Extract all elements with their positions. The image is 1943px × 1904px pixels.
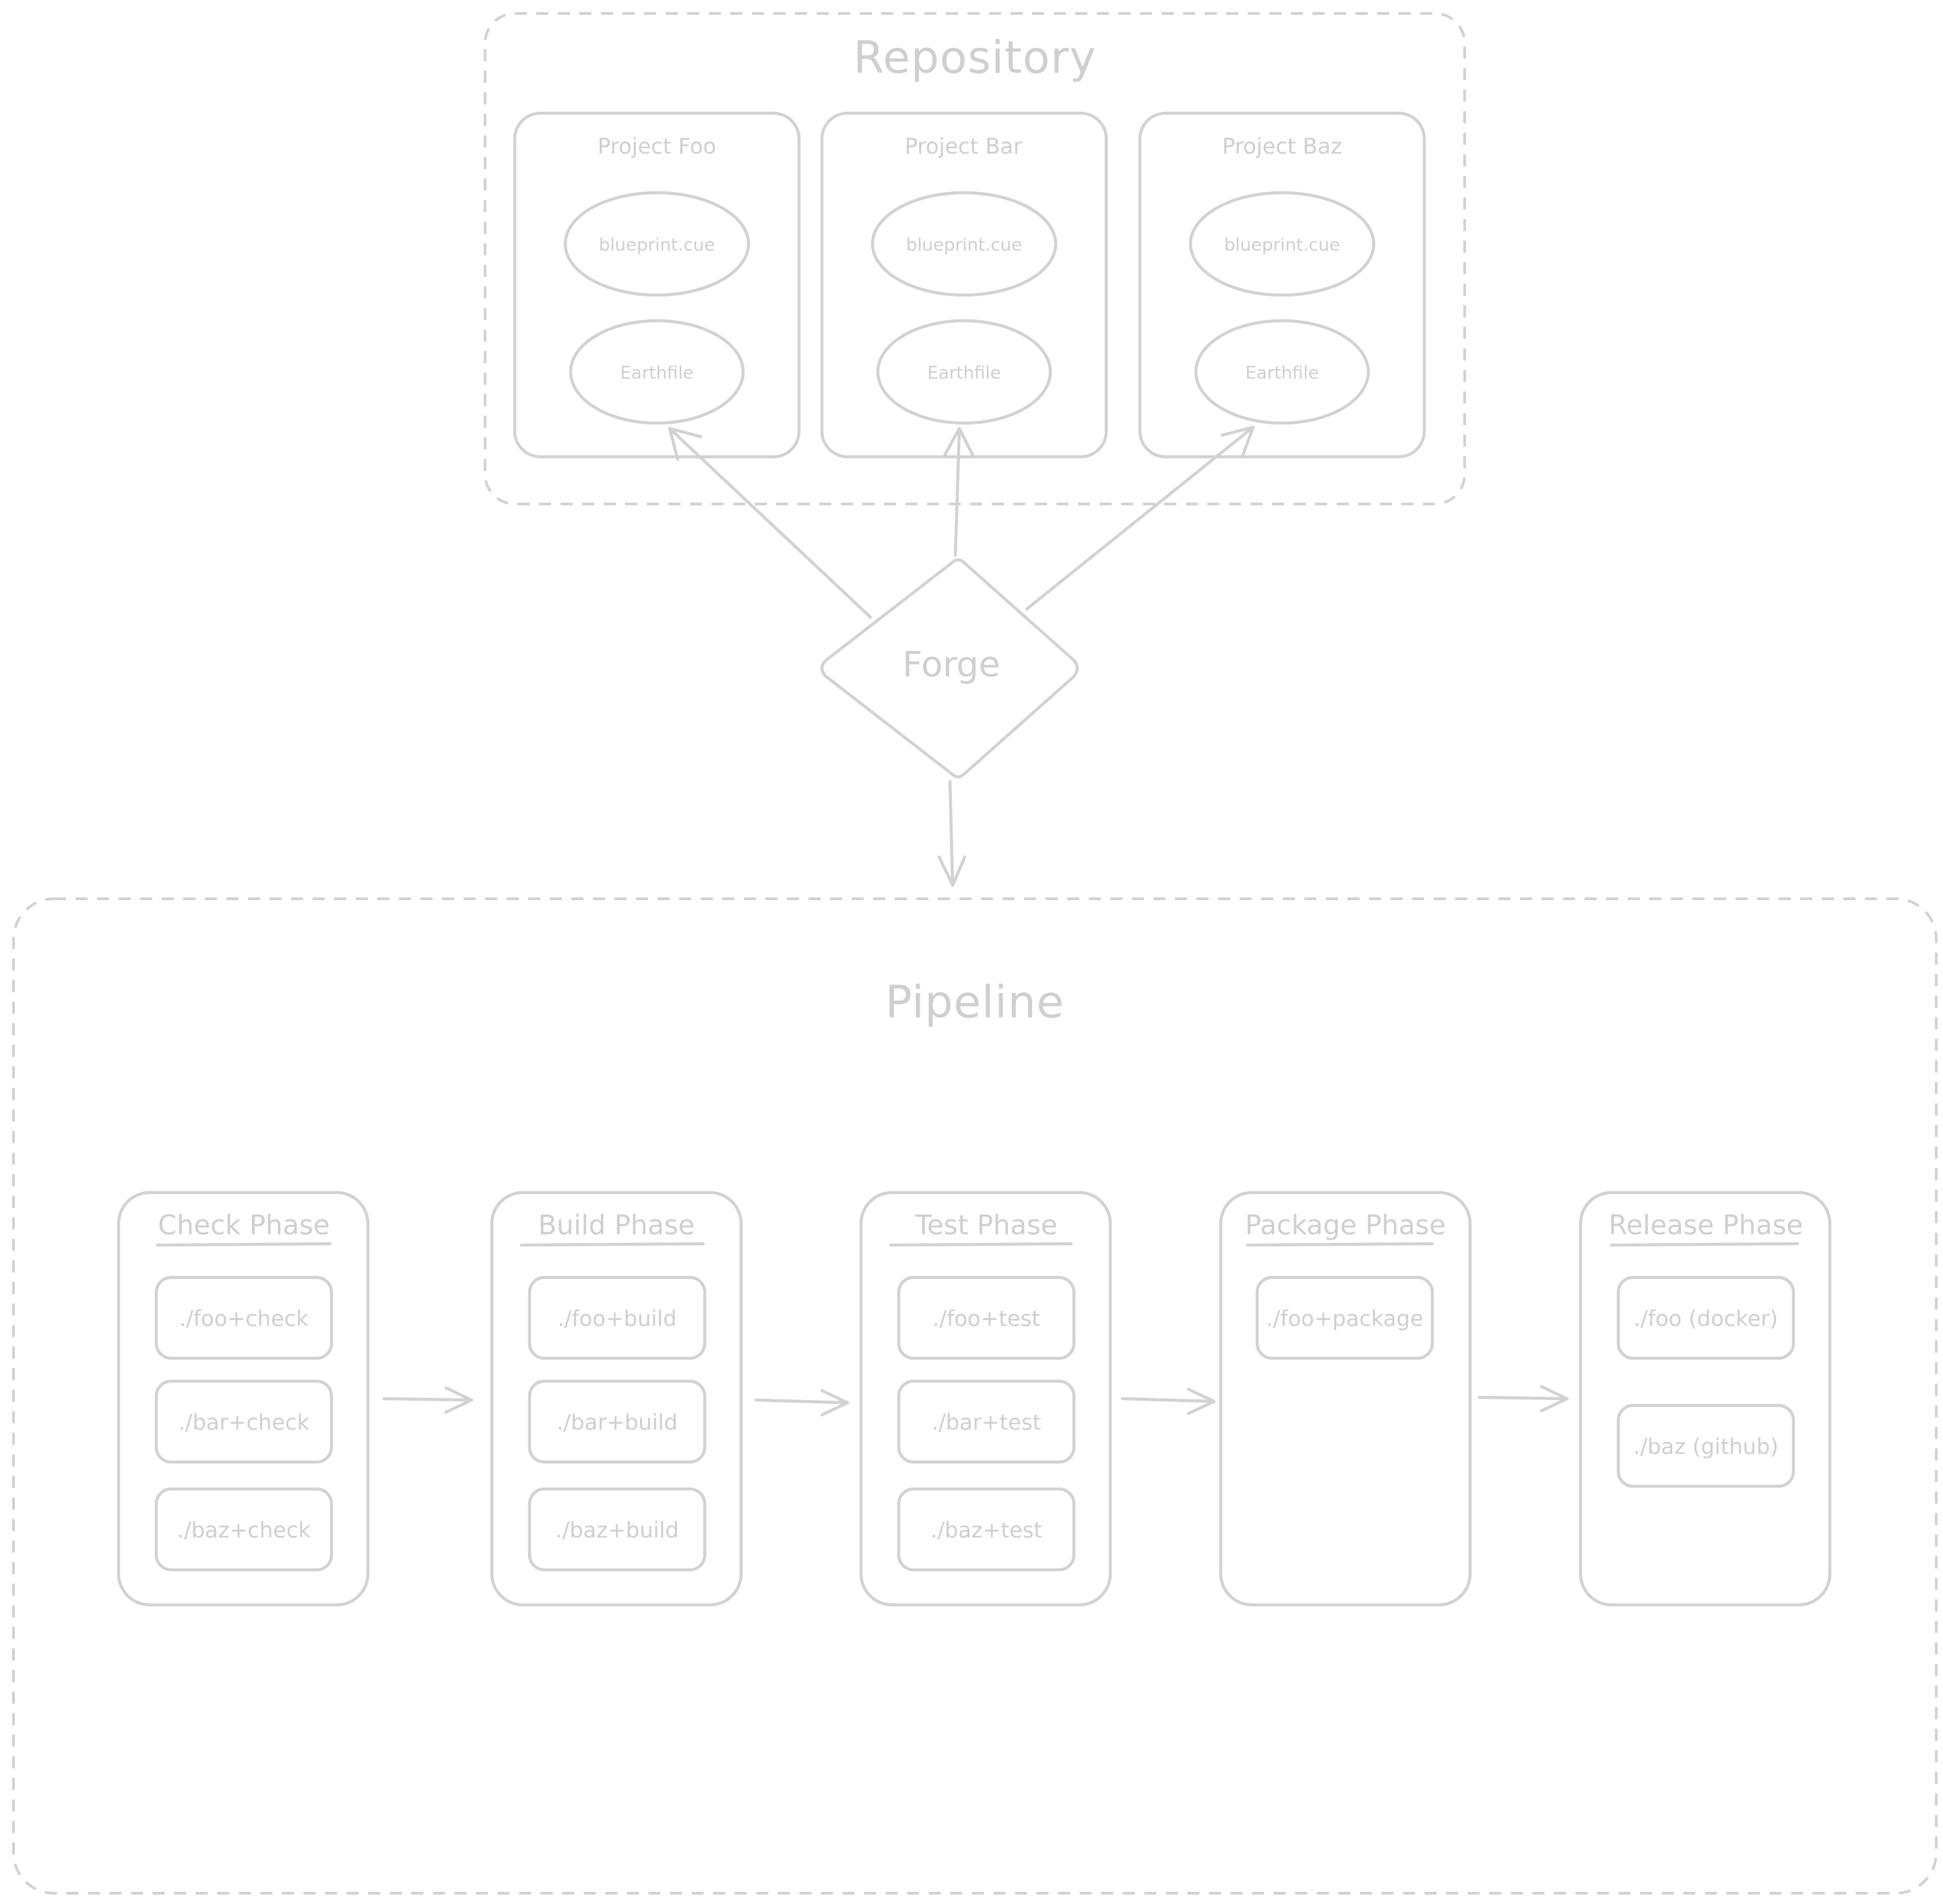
forge-to-earthfile-arrows <box>668 425 1255 619</box>
file-label: blueprint.cue <box>906 235 1022 255</box>
task-label: ./foo+test <box>932 1306 1040 1331</box>
task-label: ./baz+check <box>177 1517 311 1543</box>
phase-name: Check Phase <box>158 1210 329 1241</box>
phase-underline <box>519 1242 705 1247</box>
project-name: Project Foo <box>598 133 716 159</box>
task-card <box>1255 1275 1434 1360</box>
phase-check: Check Phase ./foo+check ./bar+check ./ba… <box>117 1191 370 1607</box>
task-label: ./bar+build <box>556 1409 678 1435</box>
arrowhead-icon <box>943 426 975 457</box>
file-label: Earthfile <box>927 363 1000 383</box>
arrowhead-icon <box>1539 1385 1569 1413</box>
phase-underline <box>889 1242 1073 1247</box>
arrowhead-icon <box>820 1389 850 1417</box>
file-node-earthfile <box>569 319 745 425</box>
arrow-forge-to-bar <box>953 426 961 557</box>
task-label: ./foo+check <box>179 1306 309 1331</box>
arrow-check-to-build <box>382 1397 474 1402</box>
phase-card <box>1219 1191 1472 1607</box>
project-card <box>513 111 801 459</box>
pipeline-group: Pipeline Check Phase ./foo+check ./bar+c… <box>12 897 1938 1895</box>
file-node-earthfile <box>876 319 1052 425</box>
phase-name: Release Phase <box>1609 1210 1803 1241</box>
project-baz: Project Baz blueprint.cue Earthfile <box>1138 111 1426 459</box>
file-node-earthfile <box>1194 319 1370 425</box>
arrow-forge-to-baz <box>1025 425 1255 611</box>
arrow-forge-to-foo <box>668 426 872 619</box>
file-label: Earthfile <box>620 363 693 383</box>
project-card <box>820 111 1108 459</box>
task-label: ./baz+build <box>555 1517 678 1543</box>
project-foo: Project Foo blueprint.cue Earthfile <box>513 111 801 459</box>
phase-name: Test Phase <box>915 1210 1058 1241</box>
forge-to-pipeline-arrow <box>937 780 967 887</box>
arrow-forge-to-pipeline <box>948 780 955 887</box>
phase-package: Package Phase ./foo+package <box>1219 1191 1472 1607</box>
task-label: ./foo (docker) <box>1634 1306 1778 1331</box>
task-card <box>1616 1403 1795 1488</box>
arrow-test-to-package <box>1120 1397 1216 1403</box>
task-label: ./baz+test <box>930 1517 1042 1543</box>
file-node-blueprint <box>563 191 751 297</box>
project-name: Project Baz <box>1222 133 1342 159</box>
arrowhead-icon <box>668 426 703 462</box>
phase-underline <box>1246 1242 1434 1247</box>
phase-name: Build Phase <box>538 1210 695 1241</box>
project-card <box>1138 111 1426 459</box>
forge-label: Forge <box>902 645 1000 685</box>
task-label: ./bar+test <box>932 1409 1041 1435</box>
pipeline-title: Pipeline <box>885 976 1064 1028</box>
phase-card <box>1579 1191 1832 1607</box>
phase-release: Release Phase ./foo (docker) ./baz (gith… <box>1579 1191 1832 1607</box>
phase-card <box>117 1191 370 1607</box>
task-card <box>528 1275 707 1360</box>
phase-name: Package Phase <box>1245 1210 1446 1241</box>
task-card <box>897 1379 1076 1464</box>
task-label: ./bar+check <box>179 1409 310 1435</box>
forge-diamond <box>820 558 1079 779</box>
arrow-build-to-test <box>754 1398 850 1405</box>
forge-node: Forge <box>820 558 1079 779</box>
phase-underline <box>156 1242 332 1247</box>
task-card <box>897 1275 1076 1360</box>
task-label: ./foo+build <box>558 1306 677 1331</box>
file-label: blueprint.cue <box>1224 235 1340 255</box>
task-label: ./baz (github) <box>1633 1434 1778 1459</box>
task-card <box>897 1487 1076 1572</box>
phase-connector-arrows <box>382 1385 1569 1417</box>
project-bar: Project Bar blueprint.cue Earthfile <box>820 111 1108 459</box>
task-card <box>528 1487 707 1572</box>
file-node-blueprint <box>870 191 1058 297</box>
file-label: blueprint.cue <box>599 235 715 255</box>
task-card <box>528 1379 707 1464</box>
task-label: ./foo+package <box>1266 1306 1423 1331</box>
task-card <box>154 1275 333 1360</box>
task-card <box>1616 1275 1795 1360</box>
repository-frame <box>484 12 1466 505</box>
arrowhead-icon <box>1220 425 1255 459</box>
arrowhead-icon <box>937 855 967 887</box>
phase-build: Build Phase ./foo+build ./bar+build ./ba… <box>490 1191 743 1607</box>
phase-test: Test Phase ./foo+test ./bar+test ./baz+t… <box>859 1191 1112 1607</box>
arrow-package-to-release <box>1477 1395 1569 1401</box>
task-card <box>154 1487 333 1572</box>
pipeline-frame <box>12 897 1938 1895</box>
file-label: Earthfile <box>1245 363 1318 383</box>
file-node-blueprint <box>1188 191 1376 297</box>
phase-card <box>859 1191 1112 1607</box>
task-card <box>154 1379 333 1464</box>
phase-underline <box>1610 1242 1799 1247</box>
repository-title: Repository <box>854 32 1097 84</box>
project-name: Project Bar <box>905 133 1023 159</box>
arrowhead-icon <box>444 1386 474 1414</box>
repository-group: Repository Project Foo blueprint.cue Ear… <box>484 12 1466 505</box>
phase-card <box>490 1191 743 1607</box>
arrowhead-icon <box>1186 1387 1216 1416</box>
